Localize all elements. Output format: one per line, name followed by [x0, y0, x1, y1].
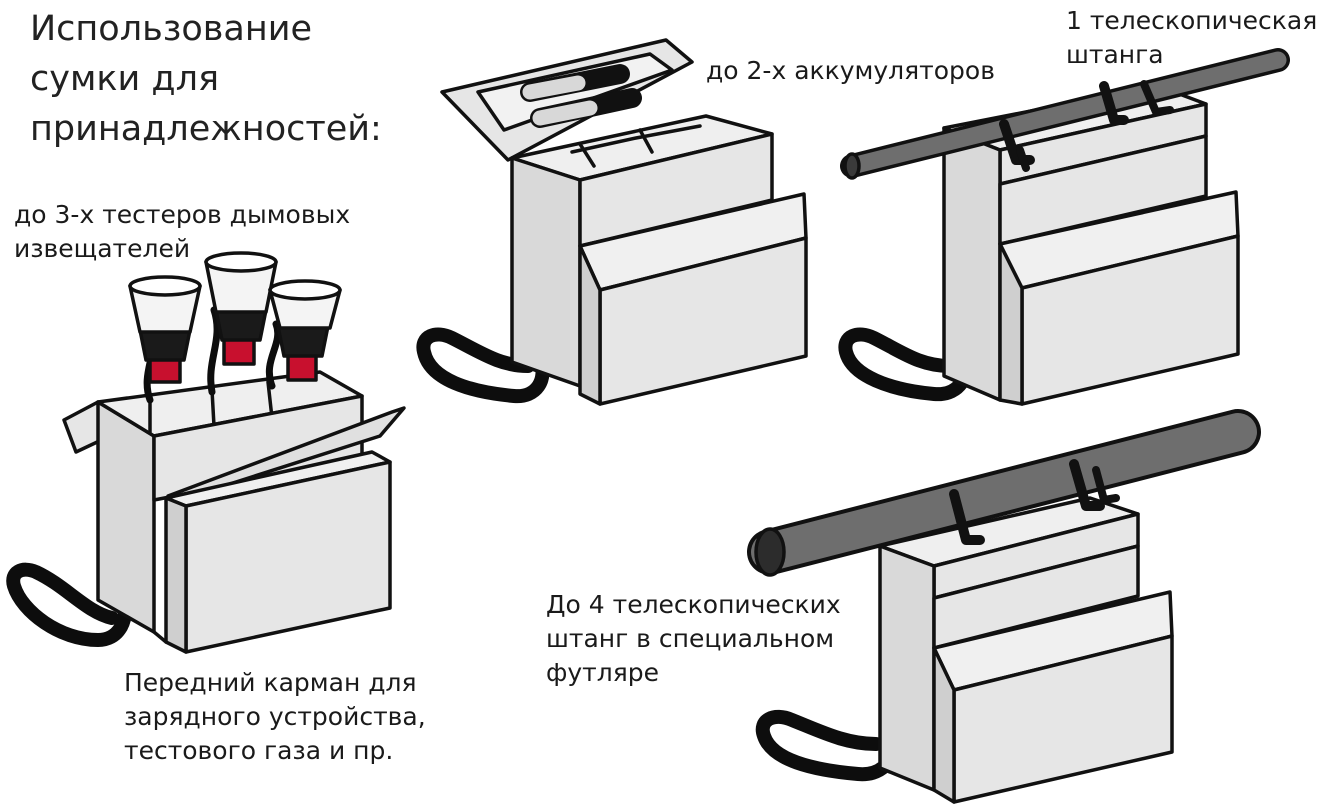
bag-with-testers — [6, 251, 406, 654]
label-testers: до 3-х тестеров дымовых извещателей — [14, 198, 350, 266]
label-front-pocket: Передний карман для зарядного устройства… — [124, 666, 426, 768]
bag-with-pole-case — [747, 409, 1261, 804]
title-line-3: принадлежностей: — [30, 109, 382, 149]
label-one-pole-line-2: штанга — [1066, 40, 1164, 69]
bag-with-one-pole — [838, 48, 1290, 406]
bag-with-batteries — [416, 38, 808, 406]
battery-1 — [520, 64, 630, 102]
pole-case — [747, 409, 1261, 577]
diagram-title: Использование сумки для принадлежностей: — [30, 4, 382, 154]
title-line-1: Использование — [30, 9, 312, 49]
title-line-2: сумки для — [30, 59, 219, 99]
label-four-poles-line-1: До 4 телескопических — [546, 590, 841, 619]
label-batteries-line-1: до 2-х аккумуляторов — [706, 56, 995, 85]
smoke-tester-3 — [265, 279, 342, 390]
label-four-poles-line-3: футляре — [546, 658, 660, 687]
label-one-pole: 1 телескопическая штанга — [1066, 4, 1317, 72]
battery-2 — [530, 88, 642, 128]
telescopic-pole-single — [840, 48, 1290, 180]
smoke-tester-2 — [204, 251, 278, 396]
smoke-tester-1 — [128, 275, 202, 404]
label-batteries: до 2-х аккумуляторов — [706, 54, 995, 88]
label-front-pocket-line-1: Передний карман для — [124, 668, 417, 697]
label-testers-line-1: до 3-х тестеров дымовых — [14, 200, 351, 229]
label-four-poles: До 4 телескопических штанг в специальном… — [546, 588, 841, 690]
label-front-pocket-line-2: зарядного устройства, — [124, 702, 426, 731]
label-testers-line-2: извещателей — [14, 234, 191, 263]
label-four-poles-line-2: штанг в специальном — [546, 624, 835, 653]
label-one-pole-line-1: 1 телескопическая — [1066, 6, 1318, 35]
label-front-pocket-line-3: тестового газа и пр. — [124, 736, 394, 765]
